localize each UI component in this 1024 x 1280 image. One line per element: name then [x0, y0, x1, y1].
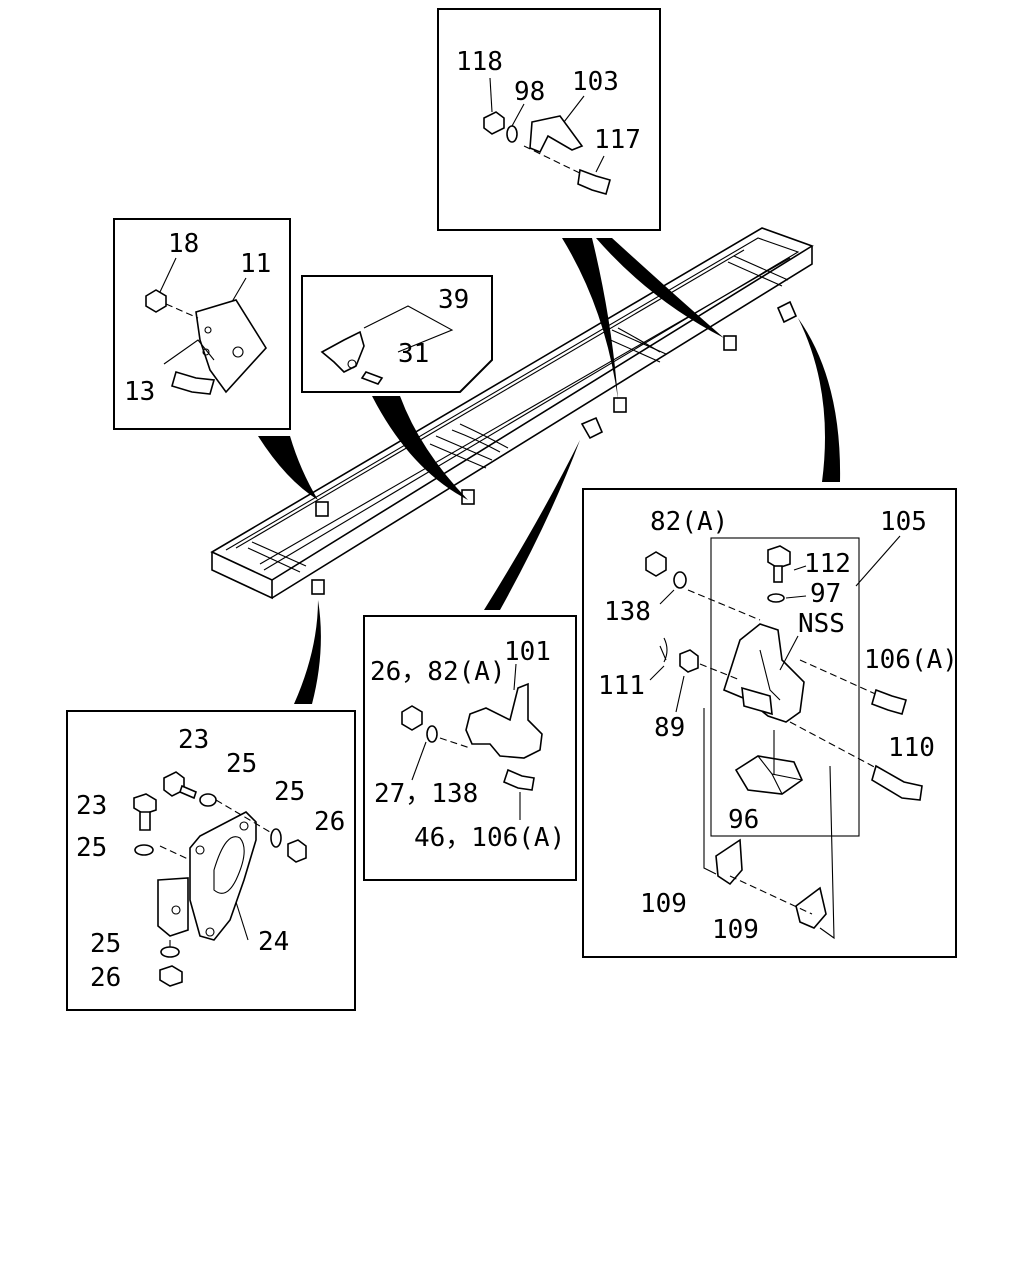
detail-box-top: 118 98 103 117: [437, 8, 661, 231]
bolt-117: [577, 168, 611, 195]
nut-26-right: [287, 839, 307, 863]
label-138: 138: [604, 597, 651, 627]
label-18: 18: [168, 229, 199, 259]
detail-box-lower-mid: 26，82(A) 101 27，138 46，106(A): [363, 615, 577, 881]
label-118: 118: [456, 47, 503, 77]
washer-27-138: [426, 725, 438, 743]
label-89: 89: [654, 713, 685, 743]
bolt-110: [871, 764, 923, 801]
bracket-24: [189, 811, 257, 941]
bolt-106a: [871, 688, 907, 715]
nut-118: [483, 111, 505, 135]
label-25-right: 25: [274, 777, 305, 807]
label-25-left: 25: [76, 833, 107, 863]
plate-109-right: [795, 886, 827, 929]
pin-31: [360, 371, 384, 385]
frame-mount-d: [723, 335, 737, 351]
label-26-82a: 26，82(A): [370, 657, 506, 687]
detail-box-mid-upper: 39 31: [301, 275, 493, 393]
label-98: 98: [514, 77, 545, 107]
label-117: 117: [594, 125, 641, 155]
nut-26-bottom: [159, 965, 183, 987]
detail-box-lower-left: 23 25 23 25 26 25 24 25 26: [66, 710, 356, 1011]
label-96: 96: [728, 805, 759, 835]
bolt-112: [767, 545, 791, 569]
frame-rear-hanger: [776, 300, 798, 324]
label-97: 97: [810, 579, 841, 609]
label-110: 110: [888, 733, 935, 763]
frame-mount-a: [315, 501, 329, 517]
hanger-101: [465, 682, 543, 759]
label-105: 105: [880, 507, 927, 537]
washer-138: [673, 571, 687, 589]
bracket-11: [195, 299, 267, 394]
washer-25-bottom: [160, 946, 180, 958]
detail-box-right: 82(A) 105 112 97 138 NSS 106(A) 111 89 1…: [582, 488, 958, 958]
label-112: 112: [804, 549, 851, 579]
label-24: 24: [258, 927, 289, 957]
bracket-103: [529, 115, 584, 154]
washer-25-top: [199, 793, 217, 807]
nut-26-82a: [401, 705, 423, 731]
callout-wedges: [258, 238, 841, 704]
label-11: 11: [240, 249, 271, 279]
label-25-top: 25: [226, 749, 257, 779]
label-109-right: 109: [712, 915, 759, 945]
label-111: 111: [598, 671, 645, 701]
label-26-right: 26: [314, 807, 345, 837]
washer-97: [767, 593, 785, 603]
label-nss: NSS: [798, 609, 845, 639]
frame-hanger: [580, 416, 604, 440]
bolt-13: [171, 371, 216, 395]
frame-mount-b: [461, 489, 475, 505]
label-27-138: 27，138: [374, 779, 478, 809]
washer-25-left: [134, 844, 154, 856]
label-46-106a: 46，106(A): [414, 823, 565, 853]
nut-89: [679, 649, 699, 673]
frame-mount-e: [311, 579, 325, 595]
label-13: 13: [124, 377, 155, 407]
plate-109-left: [715, 838, 743, 886]
detail-box-left-upper: 18 11 13: [113, 218, 291, 430]
label-25-bottom: 25: [90, 929, 121, 959]
label-26-bottom: 26: [90, 963, 121, 993]
label-39: 39: [438, 285, 469, 315]
label-23-left: 23: [76, 791, 107, 821]
bolt-23-left: [133, 793, 157, 815]
nut-82a: [645, 551, 667, 577]
label-106a: 106(A): [864, 645, 958, 675]
label-101: 101: [504, 637, 551, 667]
label-23-top: 23: [178, 725, 209, 755]
label-82a: 82(A): [650, 507, 728, 537]
bracket-39: [320, 330, 365, 373]
frame-mount-c: [613, 397, 627, 413]
label-31: 31: [398, 339, 429, 369]
nut-18: [145, 289, 167, 313]
washer-98: [506, 125, 518, 143]
label-109-left: 109: [640, 889, 687, 919]
washer-25-right: [270, 828, 282, 848]
bolt-46-106a: [503, 768, 535, 791]
label-103: 103: [572, 67, 619, 97]
